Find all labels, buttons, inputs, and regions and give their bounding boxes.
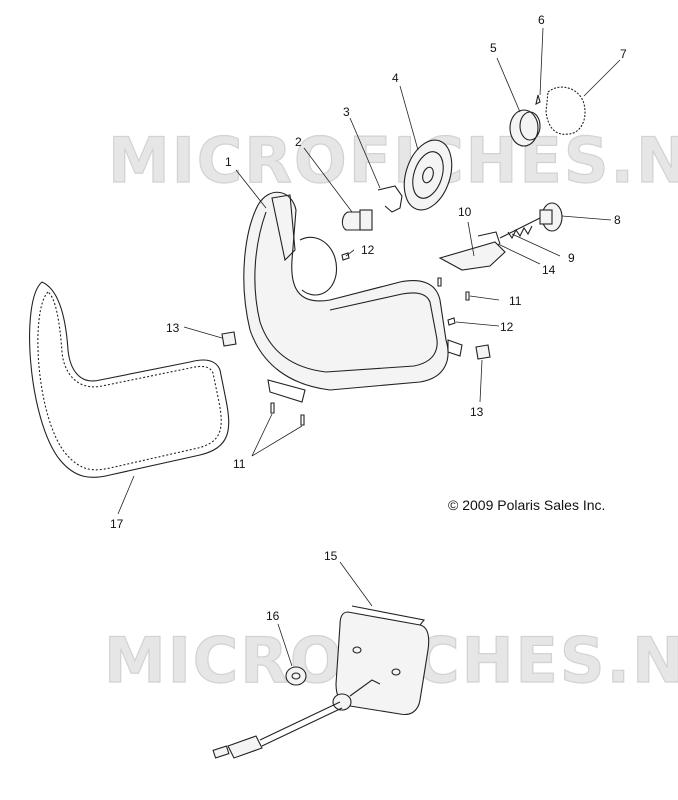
callout-13-right: 13: [470, 405, 484, 419]
part-2-bulb: [341, 209, 373, 231]
hardware-screws: [221, 252, 491, 426]
callout-3: 3: [343, 105, 350, 119]
leader-lines: [117, 27, 621, 667]
callout-12-top: 12: [361, 243, 375, 257]
callout-11-bottom: 11: [233, 457, 246, 471]
callout-9: 9: [568, 251, 575, 265]
callouts: 1 2 3 4 5 6 7 8 9 10 11 11 12 12 13 13 1…: [110, 13, 627, 623]
callout-10: 10: [458, 205, 472, 219]
callout-14: 14: [542, 263, 556, 277]
part-3-clip: [377, 185, 403, 213]
copyright-notice: © 2009 Polaris Sales Inc.: [448, 497, 605, 513]
callout-17: 17: [110, 517, 124, 531]
part-7-gasket: [545, 86, 586, 135]
part-10-bracket: [438, 231, 506, 271]
part-16-grommet: [212, 666, 381, 759]
part-4-reflector: [403, 139, 453, 211]
part-17-seal: [29, 281, 230, 478]
watermark-top: MICROFICHES.NET: [108, 124, 678, 197]
callout-12-right: 12: [500, 320, 514, 334]
callout-6: 6: [538, 13, 545, 27]
part-5-cap: [509, 109, 541, 147]
part-6-pin: [535, 94, 541, 106]
callout-11-right: 11: [509, 294, 522, 308]
callout-4: 4: [392, 71, 399, 85]
callout-15: 15: [324, 549, 338, 563]
callout-5: 5: [490, 41, 497, 55]
part-8-knob: [539, 202, 563, 232]
callout-8: 8: [614, 213, 621, 227]
callout-7: 7: [620, 47, 627, 61]
callout-1: 1: [225, 155, 232, 169]
part-9-adjuster: [499, 217, 541, 240]
part-1-housing: [243, 191, 463, 403]
callout-2: 2: [295, 135, 302, 149]
callout-13-left: 13: [166, 321, 180, 335]
callout-16: 16: [266, 609, 280, 623]
